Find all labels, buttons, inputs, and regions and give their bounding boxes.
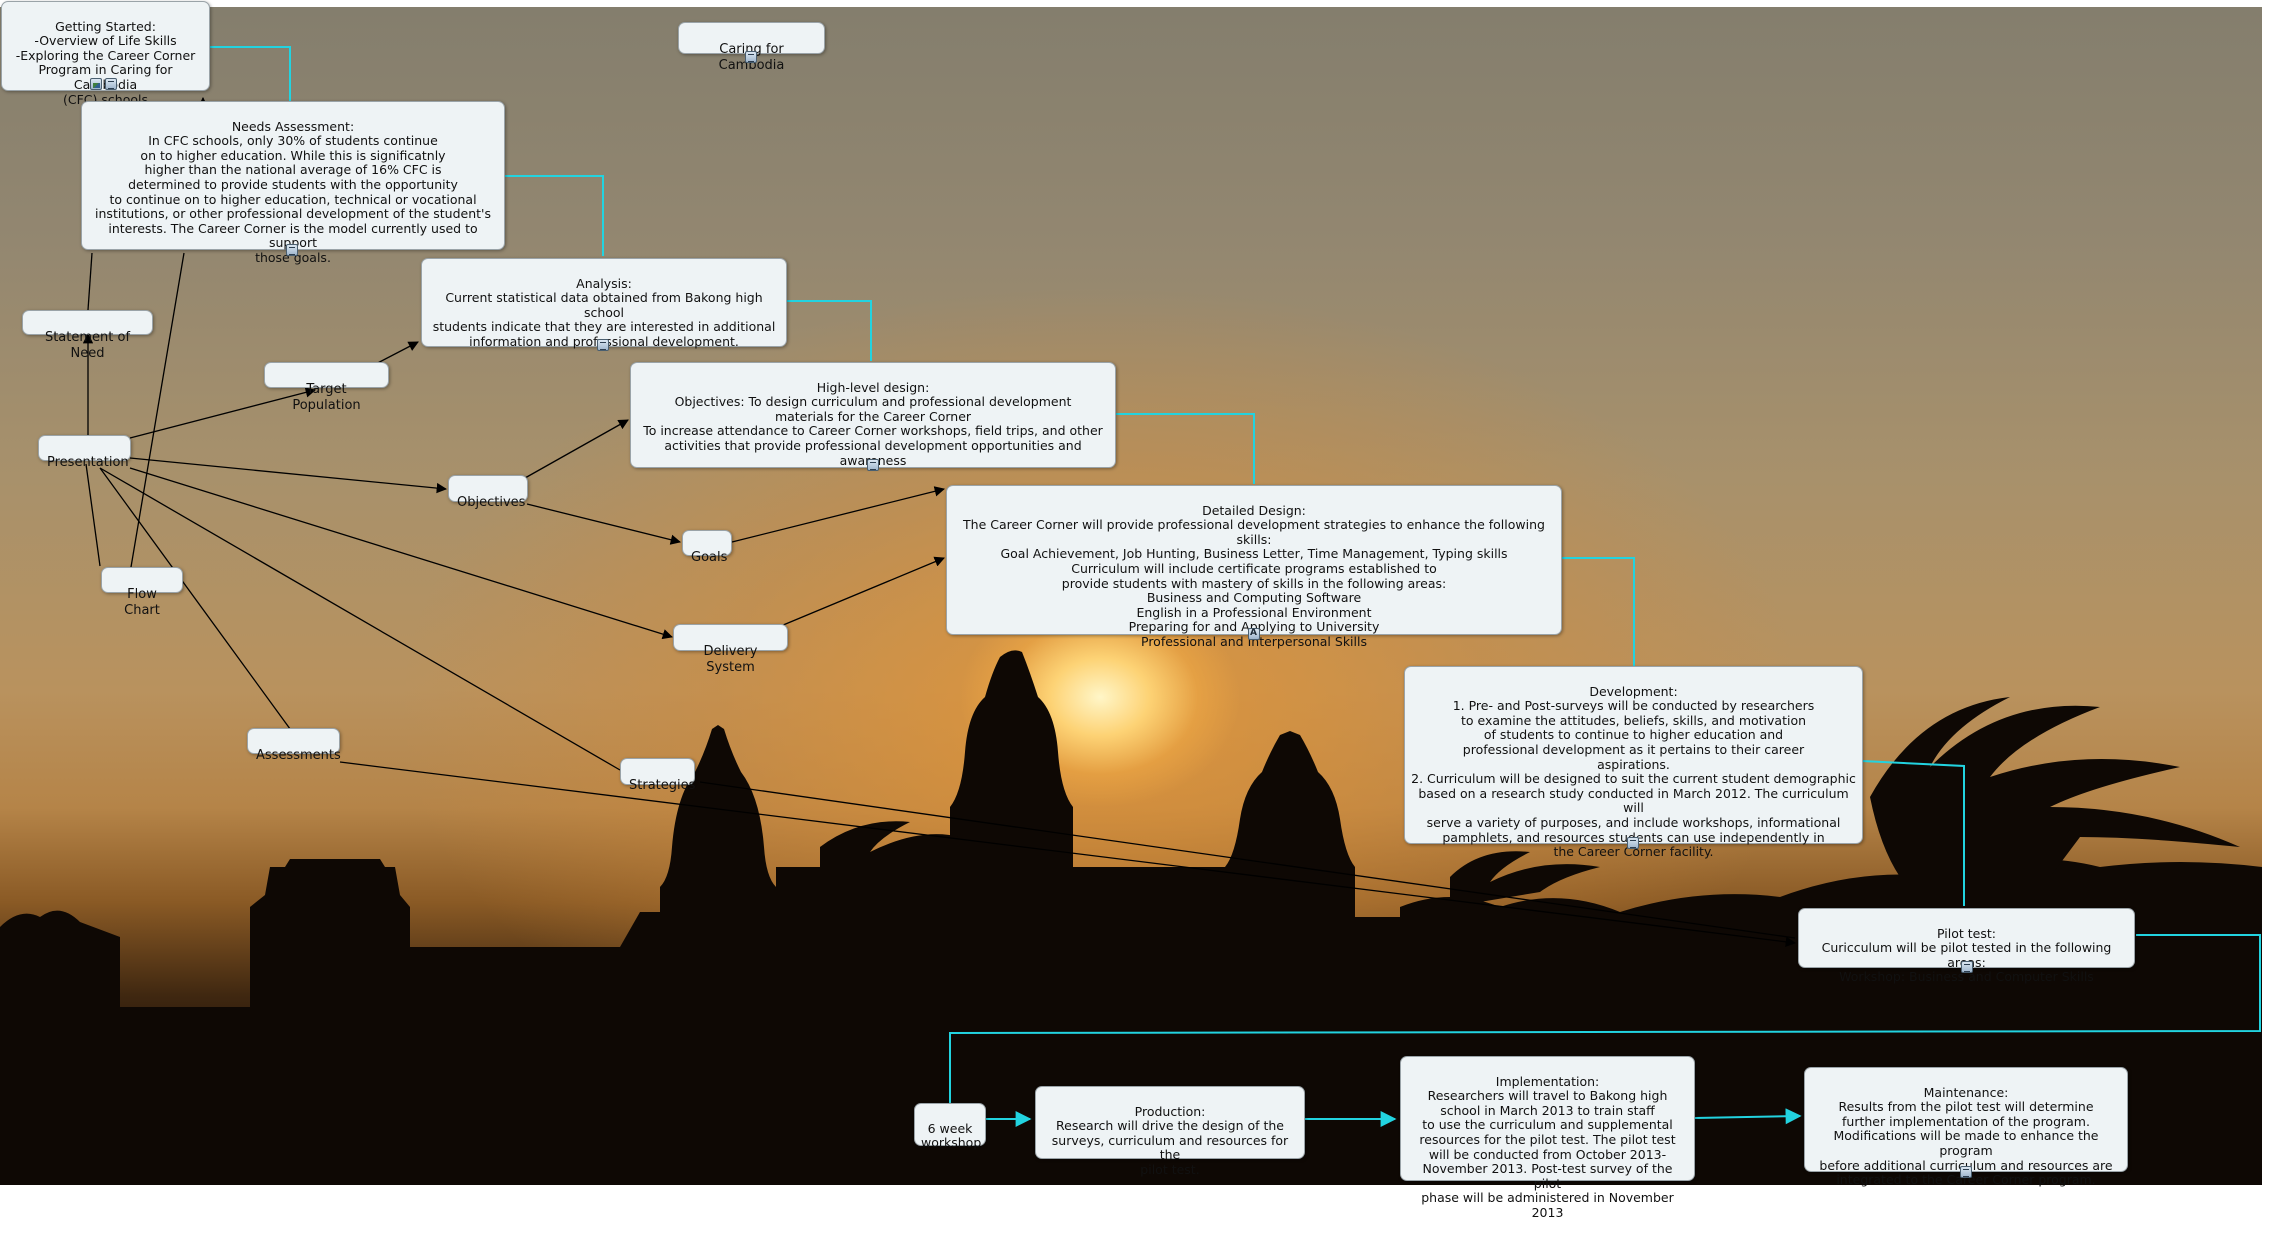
connector-layer [82,46,2261,1127]
six-week-workshop-label: 6 week workshop [921,1120,982,1151]
needs-assessment-node[interactable]: Needs Assessment: In CFC schools, only 3… [81,101,505,265]
link-presentation-objectives [129,457,448,494]
connector-pilot-workshop [949,934,2261,1103]
implementation-node[interactable]: Implementation: Researchers will travel … [1400,1056,1695,1220]
analysis-text: Analysis: Current statistical data obtai… [432,275,776,349]
assessments-label: Assessments [256,748,341,763]
objectives-node[interactable]: Objectives [448,475,528,510]
flow-chart-node[interactable]: Flow Chart [101,567,183,618]
production-node[interactable]: Production: Research will drive the desi… [1035,1086,1305,1177]
document-icon[interactable] [597,339,609,351]
flow-chart-label: Flow Chart [124,587,160,618]
connector-development-pilot [1861,760,1965,906]
production-text: Production: Research will drive the desi… [1051,1103,1289,1177]
link-assessments-pilot [339,761,1797,948]
maintenance-text: Maintenance: Results from the pilot test… [1819,1084,2113,1188]
maintenance-node[interactable]: Maintenance: Results from the pilot test… [1804,1067,2128,1187]
assessments-node[interactable]: Assessments [247,728,341,763]
link-presentation-assessments [99,467,294,734]
document-icon[interactable] [867,459,879,471]
link-objectives-highlevel [524,419,629,479]
delivery-system-node[interactable]: Delivery System [673,624,788,675]
document-icon[interactable] [745,51,757,63]
presentation-node[interactable]: Presentation [38,435,131,470]
document-icon[interactable] [105,78,117,90]
getting-started-text: Getting Started: -Overview of Life Skill… [15,18,196,107]
getting-started-node[interactable]: Getting Started: -Overview of Life Skill… [1,1,210,106]
strategies-node[interactable]: Strategies [620,758,695,793]
pilot-test-node[interactable]: Pilot test: Curicculum will be pilot tes… [1798,908,2135,984]
strategies-label: Strategies [629,778,696,793]
image-icon[interactable] [90,78,102,90]
target-population-node[interactable]: Target Population [264,362,389,413]
analysis-node[interactable]: Analysis: Current statistical data obtai… [421,258,787,351]
six-week-workshop-node[interactable]: 6 week workshop [914,1103,986,1150]
detailed-design-node[interactable]: Detailed Design: The Career Corner will … [946,485,1562,649]
link-goals-detailed [731,486,946,543]
link-flowchart-gettingstarted [129,252,185,574]
connector-getting-started-needs [210,46,291,101]
link-strategies-pilot [699,781,1796,939]
connector-implementation-maintenance [1694,1108,1802,1125]
document-icon[interactable] [1627,837,1639,849]
link-delivery-detailed [775,556,945,629]
link-presentation-strategies [99,467,621,771]
detailed-design-text: Detailed Design: The Career Corner will … [963,502,1545,649]
link-objectives-goals [526,503,682,545]
connector-detailed-development [1561,557,1635,666]
connector-highlevel-detailed [1114,413,1255,484]
pilot-test-text: Pilot test: Curicculum will be pilot tes… [1821,925,2112,985]
link-presentation-target [129,387,317,439]
caring-for-cambodia-node[interactable]: Caring for Cambodia [678,22,825,73]
statement-of-need-label: Statement of Need [44,330,131,361]
font-icon[interactable] [1248,628,1260,640]
high-level-design-node[interactable]: High-level design: Objectives: To design… [630,362,1116,471]
document-icon[interactable] [286,244,298,256]
target-population-label: Target Population [292,382,361,413]
connector-analysis-highlevel [786,300,872,361]
statement-of-need-node[interactable]: Statement of Need [22,310,153,361]
goals-node[interactable]: Goals [682,530,732,565]
goals-label: Goals [691,550,728,565]
link-presentation-flowchart [85,463,101,567]
needs-assessment-text: Needs Assessment: In CFC schools, only 3… [95,118,491,265]
link-presentation-delivery [129,467,673,640]
delivery-system-label: Delivery System [703,644,758,675]
link-statement-needs [87,252,93,311]
connector-needs-analysis [503,175,604,256]
presentation-label: Presentation [47,455,129,470]
implementation-text: Implementation: Researchers will travel … [1419,1073,1676,1220]
document-icon[interactable] [1961,961,1973,973]
document-icon[interactable] [1960,1166,1972,1178]
objectives-label: Objectives [457,495,526,510]
development-node[interactable]: Development: 1. Pre- and Post-surveys wi… [1404,666,1863,859]
development-text: Development: 1. Pre- and Post-surveys wi… [1411,683,1856,860]
high-level-design-text: High-level design: Objectives: To design… [643,379,1103,467]
